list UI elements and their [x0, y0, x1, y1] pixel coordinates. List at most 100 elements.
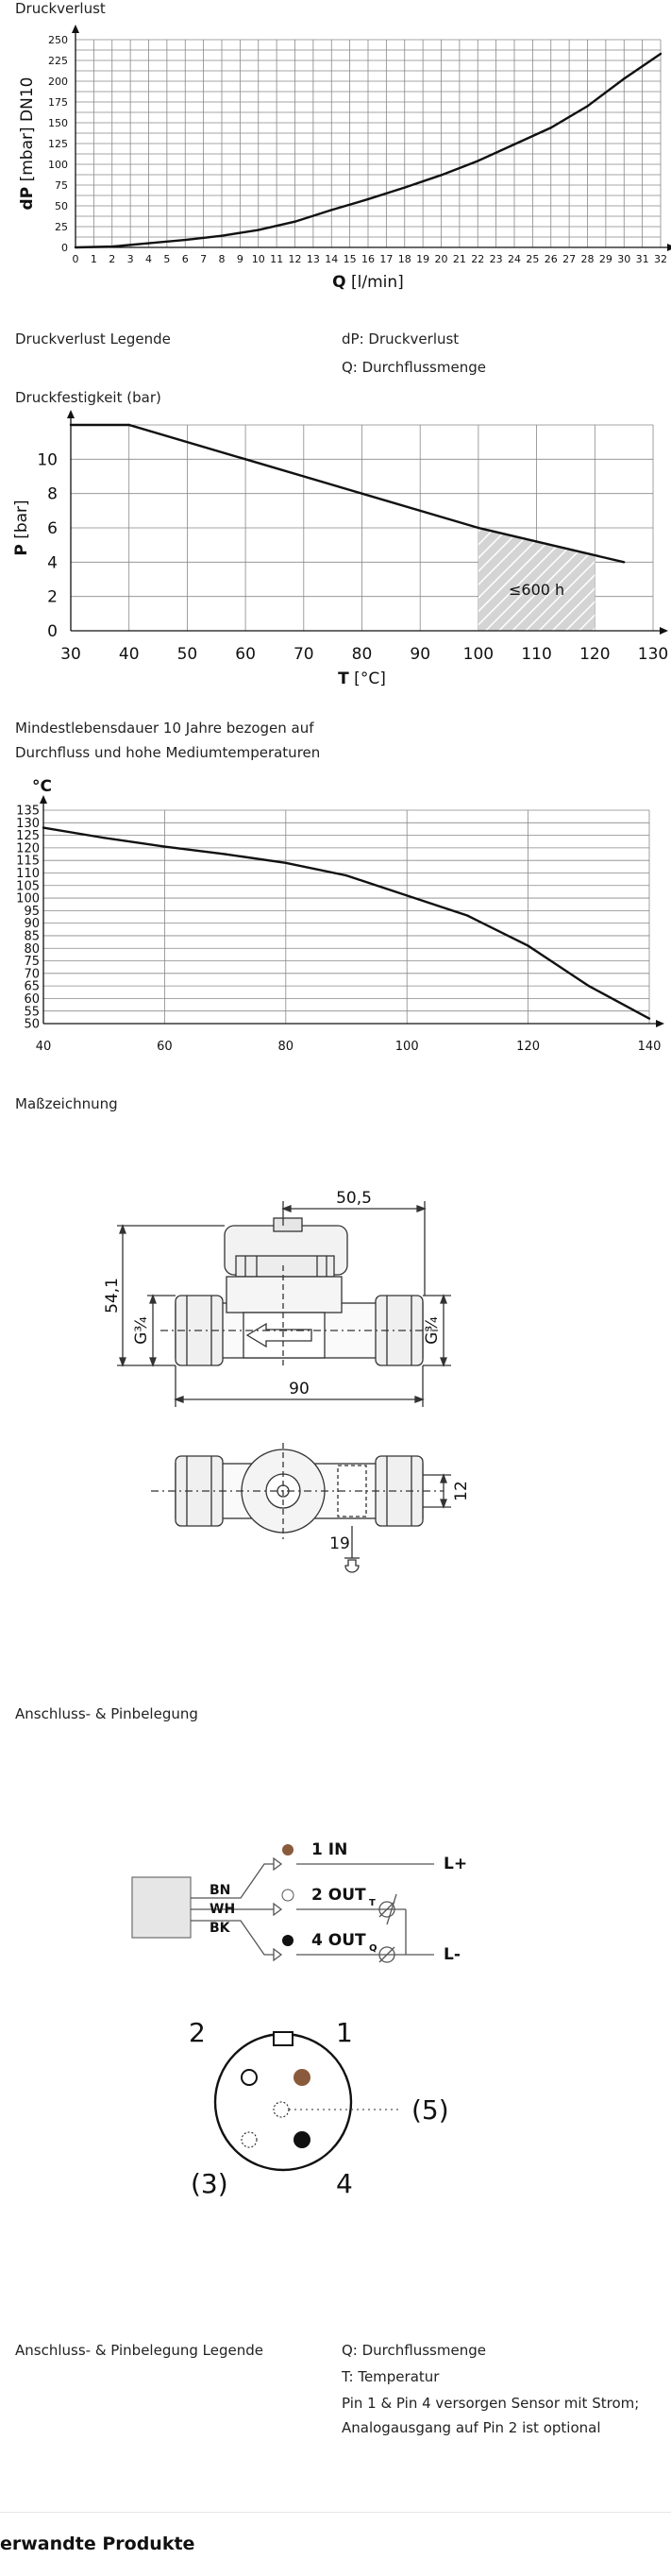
x-tick-label: 7	[200, 253, 207, 265]
y-tick-label: 120	[16, 841, 40, 856]
data-point	[127, 423, 130, 427]
data-point	[103, 837, 106, 839]
data-point	[622, 561, 626, 564]
pin1-marker	[282, 1844, 294, 1856]
connector-pin2	[241, 2069, 258, 2086]
dim-thread-left: G¾	[132, 1316, 151, 1345]
data-point	[466, 914, 469, 917]
y-tick-label: 110	[16, 867, 40, 881]
shaded-region	[478, 528, 596, 631]
dim-side-height: 12	[452, 1481, 471, 1501]
x-tick-label: 29	[599, 253, 612, 265]
pin2-label: 2 OUT	[311, 1886, 366, 1905]
connector-number: (5)	[411, 2094, 449, 2126]
x-tick-label: 60	[235, 645, 256, 664]
lifetime-heading-line2: Durchfluss und hohe Mediumtemperaturen	[15, 744, 321, 761]
data-point	[659, 52, 663, 56]
pinout-legend-item: Q: Durchflussmenge	[342, 2342, 486, 2359]
pinout-diagram: BN WH BK 1 IN 2 OUT T 4 OUT Q L+ L- 2 1 …	[131, 1840, 467, 2199]
x-tick-label: 4	[145, 253, 152, 265]
data-line	[71, 423, 625, 564]
y-tick-label: 80	[24, 942, 40, 957]
y-tick-label: 2	[47, 588, 58, 607]
data-point	[512, 143, 516, 146]
data-point	[361, 492, 363, 495]
x-tick-label: 120	[516, 1040, 540, 1054]
connector-pin4	[294, 2131, 310, 2148]
x-tick-label: 14	[325, 253, 338, 265]
data-point	[406, 894, 409, 897]
y-tick-label: 125	[48, 138, 68, 150]
x-tick-label: 100	[395, 1040, 419, 1054]
data-point	[586, 105, 589, 108]
dimension-heading: Maßzeichnung	[15, 1095, 118, 1112]
x-tick-label: 130	[638, 645, 668, 664]
pressure-loss-heading: Druckverlust	[15, 0, 106, 17]
x-tick-label: 25	[526, 253, 539, 265]
connector-number: (3)	[191, 2168, 228, 2199]
y-tick-label: 0	[61, 242, 68, 254]
y-tick-label: 125	[16, 829, 40, 843]
y-tick-label: 75	[55, 179, 68, 192]
x-tick-label: 24	[508, 253, 521, 265]
sensor-box	[131, 1876, 192, 1939]
x-tick-label: 80	[352, 645, 373, 664]
x-tick-label: 70	[294, 645, 314, 664]
y-tick-label: 105	[16, 879, 40, 893]
x-tick-label: 12	[289, 253, 302, 265]
x-tick-label: 21	[453, 253, 466, 265]
pin4-label: 4 OUT	[311, 1931, 366, 1950]
x-axis-label: T [°C]	[338, 669, 386, 688]
y-axis-label-symbol: P	[12, 544, 31, 555]
data-point	[344, 873, 348, 877]
dimension-drawing: 50,5 54,1 G¾ G¾ 90 12 19	[103, 1189, 471, 1573]
x-tick-label: 40	[119, 645, 140, 664]
dim-width-top: 50,5	[336, 1189, 372, 1208]
rail-plus: L+	[444, 1855, 467, 1873]
x-axis-arrow	[667, 244, 671, 251]
x-tick-label: 50	[177, 645, 198, 664]
x-tick-label: 28	[581, 253, 595, 265]
y-axis-arrow	[72, 25, 79, 33]
data-point	[147, 242, 150, 245]
x-tick-label: 110	[521, 645, 551, 664]
x-tick-label: 8	[219, 253, 226, 265]
x-tick-label: 9	[237, 253, 243, 265]
y-axis-arrow	[40, 795, 47, 804]
y-tick-label: 200	[48, 76, 68, 88]
x-tick-label: 27	[562, 253, 576, 265]
data-point	[403, 186, 406, 189]
y-tick-label: 100	[16, 892, 40, 907]
data-point	[74, 246, 77, 249]
dim-length: 90	[289, 1380, 310, 1398]
x-tick-label: 13	[307, 253, 320, 265]
connector-pin5	[273, 2101, 290, 2118]
y-tick-label: 100	[48, 159, 68, 171]
data-point	[257, 229, 260, 231]
y-tick-label: 10	[37, 450, 58, 469]
dim-wrench: 19	[329, 1534, 350, 1553]
pressure-loss-legend-item: Q: Durchflussmenge	[342, 359, 486, 376]
x-tick-label: 16	[361, 253, 375, 265]
pin2-marker	[281, 1889, 294, 1902]
y-tick-label: 85	[24, 929, 40, 943]
data-point	[220, 234, 224, 237]
lifetime-heading-line1: Mindestlebensdauer 10 Jahre bezogen auf	[15, 720, 314, 737]
data-point	[587, 984, 590, 988]
y-tick-label: 175	[48, 96, 68, 109]
y-tick-label: 115	[16, 855, 40, 869]
x-axis-label-unit: [l/min]	[346, 273, 404, 292]
y-axis-label: °C	[32, 777, 52, 796]
data-point	[163, 845, 166, 848]
pinout-legend-item: Pin 1 & Pin 4 versorgen Sensor mit Strom…	[342, 2395, 640, 2412]
x-tick-label: 30	[60, 645, 81, 664]
x-tick-label: 32	[654, 253, 667, 265]
x-tick-label: 30	[617, 253, 630, 265]
x-tick-label: 23	[490, 253, 503, 265]
y-tick-label: 90	[24, 917, 40, 931]
x-tick-label: 19	[416, 253, 429, 265]
data-point	[440, 174, 443, 177]
pinout-legend-item: T: Temperatur	[342, 2368, 440, 2385]
